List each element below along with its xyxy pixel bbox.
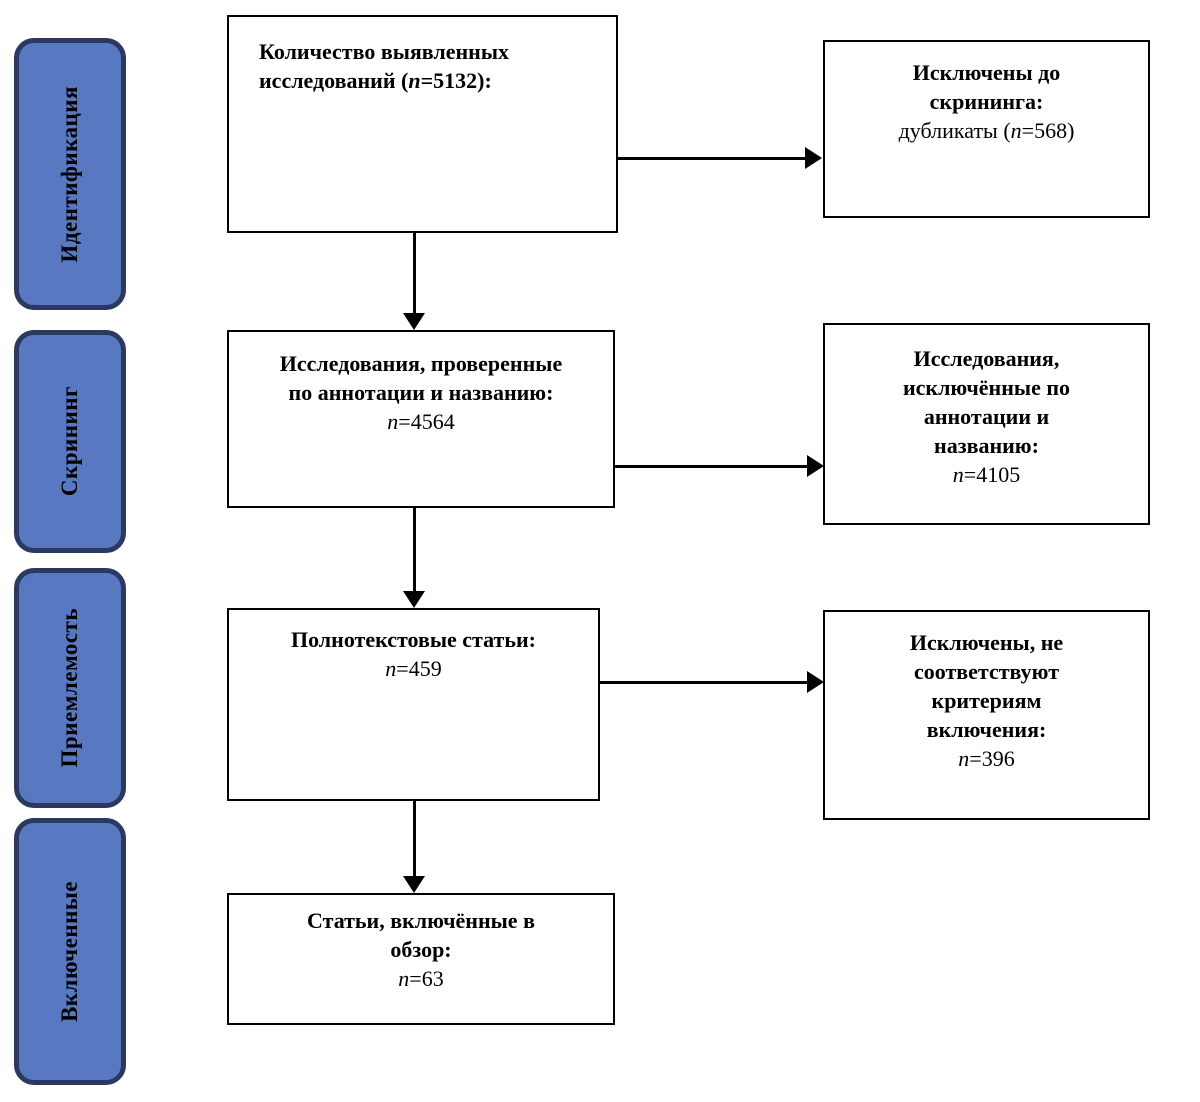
box-records-identified: Количество выявленных исследований (n=51… — [227, 15, 618, 233]
box-heading: Полнотекстовые статьи: — [290, 627, 537, 652]
n-symbol: n — [1010, 118, 1022, 144]
arrow-screened-to-fulltext-line — [413, 508, 416, 592]
box-count: n=63 — [301, 964, 541, 993]
box-heading: Исключены до скрининга: — [912, 60, 1061, 115]
box-count: n=459 — [247, 654, 580, 683]
box-detail: дубликаты (n=568) — [869, 116, 1104, 145]
arrow-identified-to-excluded-line — [618, 157, 806, 160]
stage-included-label: Включенные — [57, 880, 82, 1023]
arrow-identified-to-screened-line — [413, 233, 416, 314]
stage-screening-label: Скрининг — [57, 386, 82, 497]
arrow-fulltext-to-excluded-line — [600, 681, 808, 684]
arrow-right-icon — [805, 147, 822, 169]
box-count: n=396 — [869, 744, 1104, 773]
heading-text: =5132): — [420, 68, 492, 94]
box-excluded-by-abstract: Исследования, исключённые по аннотации и… — [823, 323, 1150, 525]
detail-text: дубликаты ( — [898, 118, 1011, 144]
count-value: =459 — [396, 656, 442, 682]
n-symbol: n — [952, 462, 964, 488]
arrow-down-icon — [403, 591, 425, 608]
n-symbol: n — [398, 966, 410, 992]
stage-included: Включенные — [14, 818, 126, 1085]
arrow-down-icon — [403, 876, 425, 893]
n-symbol: n — [408, 68, 421, 94]
box-records-screened: Исследования, проверенные по аннотации и… — [227, 330, 615, 508]
arrow-right-icon — [807, 455, 824, 477]
stage-eligibility-label: Приемлемость — [57, 608, 82, 768]
arrow-down-icon — [403, 313, 425, 330]
n-symbol: n — [958, 746, 970, 772]
count-value: =4105 — [963, 462, 1021, 488]
count-value: =4564 — [398, 409, 455, 435]
n-symbol: n — [385, 656, 397, 682]
stage-identification-label: Идентификация — [57, 85, 82, 263]
box-count: n=4564 — [273, 407, 569, 436]
box-heading: Исследования, проверенные по аннотации и… — [279, 351, 563, 406]
heading-text: Количество выявленных исследований ( — [259, 39, 510, 94]
box-included-in-review: Статьи, включённые в обзор: n=63 — [227, 893, 615, 1025]
count-value: =63 — [409, 966, 444, 992]
box-count: n=4105 — [880, 460, 1093, 489]
stage-identification: Идентификация — [14, 38, 126, 310]
arrow-screened-to-excluded-line — [613, 465, 808, 468]
n-symbol: n — [387, 409, 399, 435]
box-heading: Исключены, не соответствуют критериям вк… — [909, 630, 1064, 743]
box-fulltext-articles: Полнотекстовые статьи: n=459 — [227, 608, 600, 801]
count-value: =396 — [969, 746, 1015, 772]
box-excluded-by-criteria: Исключены, не соответствуют критериям вк… — [823, 610, 1150, 820]
stage-eligibility: Приемлемость — [14, 568, 126, 808]
box-heading: Количество выявленных исследований (n=51… — [259, 37, 586, 95]
arrow-right-icon — [807, 671, 824, 693]
box-heading: Статьи, включённые в обзор: — [307, 908, 535, 963]
box-excluded-before-screening: Исключены до скрининга: дубликаты (n=568… — [823, 40, 1150, 218]
arrow-fulltext-to-included-line — [413, 801, 416, 877]
box-heading: Исследования, исключённые по аннотации и… — [902, 346, 1071, 459]
stage-screening: Скрининг — [14, 330, 126, 553]
detail-text: =568) — [1021, 118, 1075, 144]
